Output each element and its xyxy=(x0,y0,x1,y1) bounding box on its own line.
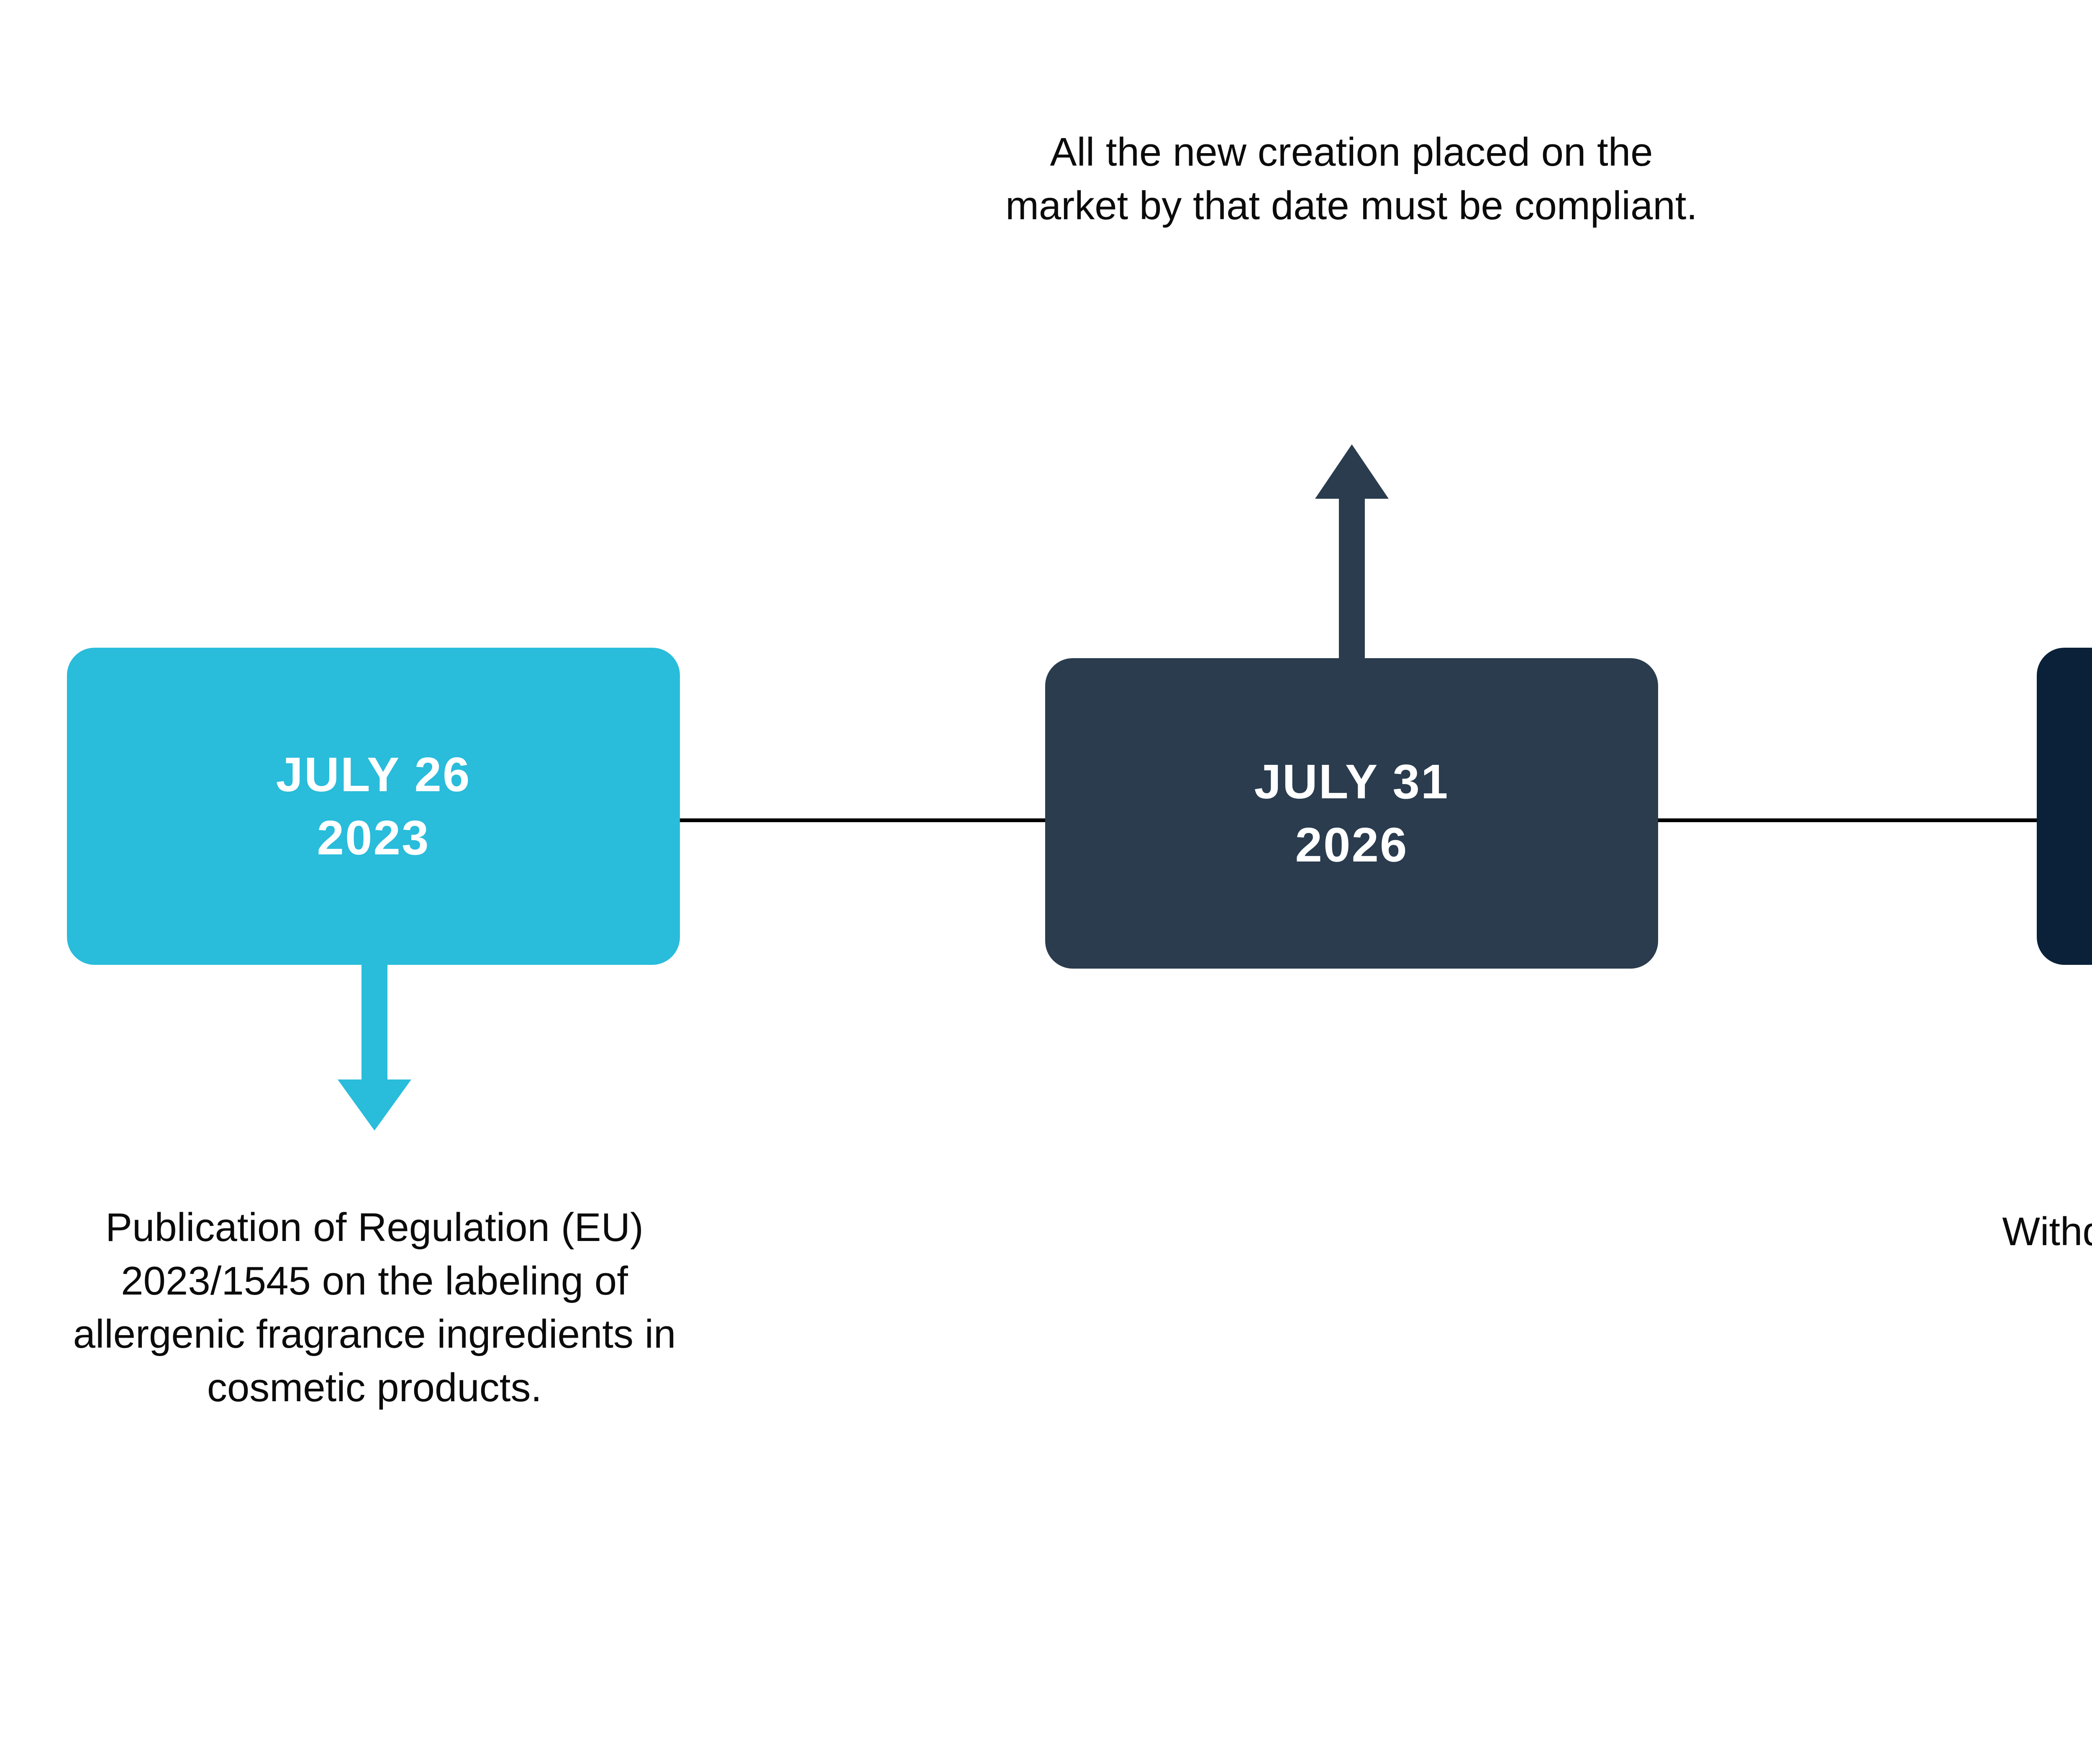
milestone-2-caption: All the new creation placed on the marke… xyxy=(1005,130,1698,228)
milestone-2-date-line-2: 2026 xyxy=(1295,818,1408,872)
arrow-down-icon xyxy=(338,937,411,1134)
connector-line-1-2 xyxy=(669,818,1054,822)
milestone-1-date-box[interactable]: JULY 26 2023 xyxy=(67,648,680,965)
connector-line-2-3 xyxy=(1648,818,2046,822)
arrow-shaft xyxy=(1339,498,1365,665)
milestone-3-caption: Withdrawal from the market of non-compli… xyxy=(2002,1209,2092,1254)
arrow-shaft xyxy=(361,937,387,1079)
milestone-1-caption: Publication of Regulation (EU) 2023/1545… xyxy=(73,1205,676,1410)
milestone-2-date-line-1: JULY 31 xyxy=(1254,754,1449,809)
milestone-1-date-line-1: JULY 26 xyxy=(276,747,471,802)
arrow-head xyxy=(1315,444,1389,499)
milestone-3-date-box[interactable]: JULY 31 2028 xyxy=(2037,648,2092,965)
milestone-2-date-box[interactable]: JULY 31 2026 xyxy=(1045,658,1658,969)
arrow-head xyxy=(338,1079,411,1131)
arrow-up-icon xyxy=(1315,444,1389,665)
milestone-1-date-line-2: 2023 xyxy=(317,810,430,865)
